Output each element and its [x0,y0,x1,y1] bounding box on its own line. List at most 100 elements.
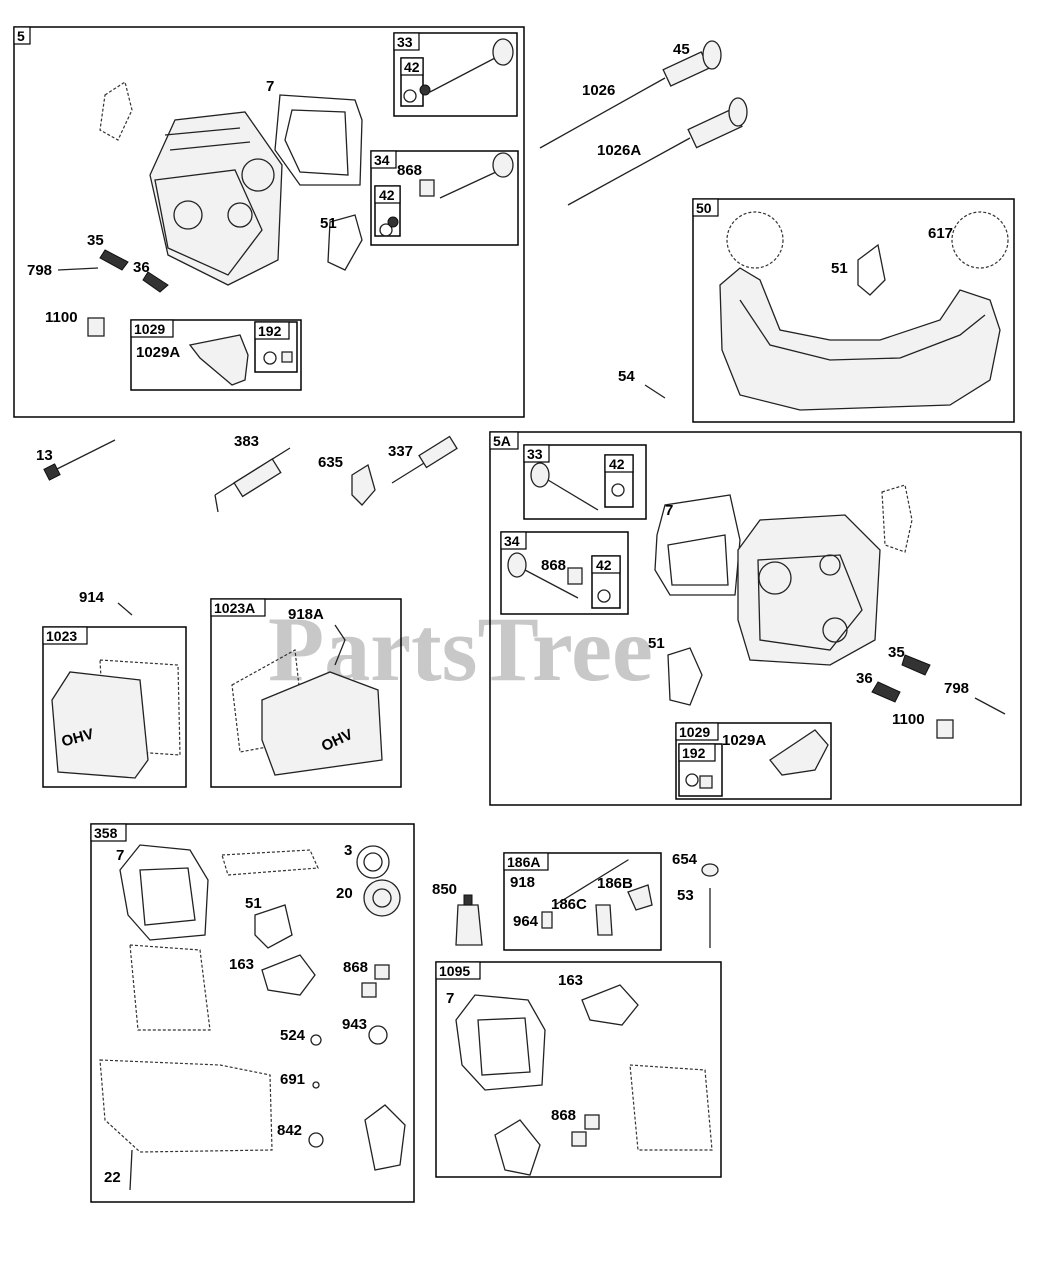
callout-51-5A[interactable]: 51 [648,635,665,652]
part-914[interactable]: 914 [79,589,133,616]
svg-text:50: 50 [696,200,712,216]
callout-51[interactable]: 51 [320,215,337,232]
callout-918[interactable]: 918 [510,874,535,891]
callout-524[interactable]: 524 [280,1027,306,1044]
group-33[interactable]: 33 42 [393,32,518,117]
callout-186B[interactable]: 186B [597,875,633,892]
group-1023[interactable]: 1023 OHV [42,626,187,788]
part-53[interactable]: 53 [677,887,711,948]
part-337[interactable]: 337 [388,435,458,484]
svg-text:42: 42 [379,187,395,203]
callout-654[interactable]: 654 [672,851,698,868]
callout-1026A[interactable]: 1026A [597,142,641,159]
callout-798-5A[interactable]: 798 [944,680,969,697]
part-383[interactable]: 383 [214,433,291,513]
callout-163-1095[interactable]: 163 [558,972,583,989]
exhaust-gasket-5A [667,647,703,706]
svg-text:1095: 1095 [439,963,470,979]
callout-20[interactable]: 20 [336,885,353,902]
callout-798[interactable]: 798 [27,262,52,279]
callout-54[interactable]: 54 [618,368,635,385]
part-54[interactable]: 54 [618,368,666,399]
group-1023A[interactable]: 1023A 918A OHV [210,598,402,788]
group-34[interactable]: 34 868 42 [370,150,519,246]
exhaust-manifold-icon [719,267,1001,411]
pushrods-and-valve[interactable]: 45 1026 1026A [539,40,748,206]
callout-868-5A[interactable]: 868 [541,557,566,574]
callout-383[interactable]: 383 [234,433,259,450]
group-50[interactable]: 50 617 51 [692,198,1015,423]
group-5[interactable]: 5 7 51 35 798 36 1100 33 42 [13,26,525,418]
callout-36[interactable]: 36 [133,259,150,276]
group-358[interactable]: 358 7 3 20 51 163 868 524 943 691 842 22 [90,823,415,1203]
group-5-frame [13,26,525,418]
callout-617[interactable]: 617 [928,225,953,242]
callout-918A[interactable]: 918A [288,606,324,623]
cylinder-head-illustration [149,111,283,286]
callout-35-5A[interactable]: 35 [888,644,905,661]
head-gasket [274,94,363,186]
gasket-small [99,81,133,141]
callout-337[interactable]: 337 [388,443,413,460]
svg-text:42: 42 [404,59,420,75]
callout-36-5A[interactable]: 36 [856,670,873,687]
svg-text:1029: 1029 [679,724,710,740]
callout-51-358[interactable]: 51 [245,895,262,912]
rocker-arm-icon [188,334,249,386]
svg-text:33: 33 [397,34,413,50]
callout-868-358[interactable]: 868 [343,959,368,976]
svg-text:1023A: 1023A [214,600,255,616]
callout-868[interactable]: 868 [397,162,422,179]
svg-text:33: 33 [527,446,543,462]
callout-964[interactable]: 964 [513,913,539,930]
callout-1026[interactable]: 1026 [582,82,615,99]
callout-842[interactable]: 842 [277,1122,302,1139]
group-186A[interactable]: 186A 918 186B 186C 964 [503,852,662,951]
callout-51-50[interactable]: 51 [831,260,848,277]
callout-1100[interactable]: 1100 [45,309,78,326]
callout-7-5A[interactable]: 7 [665,502,673,519]
spring-35-icon [99,249,129,271]
callout-691[interactable]: 691 [280,1071,305,1088]
group-33-5A[interactable]: 33 42 [523,444,647,520]
callout-850[interactable]: 850 [432,881,457,898]
part-654[interactable]: 654 [672,851,719,877]
group-34-5A[interactable]: 34 868 42 [500,531,629,615]
svg-text:192: 192 [258,323,282,339]
svg-text:1023: 1023 [46,628,77,644]
callout-13[interactable]: 13 [36,447,53,464]
callout-186C[interactable]: 186C [551,896,587,913]
group-1029[interactable]: 1029 1029A 192 [130,319,302,391]
group-1029-5A[interactable]: 1029 1029A 192 [675,722,832,800]
group-5A[interactable]: 5A 33 42 34 868 42 [489,431,1022,806]
callout-163-358[interactable]: 163 [229,956,254,973]
part-13[interactable]: 13 [36,439,116,481]
callout-868-1095[interactable]: 868 [551,1107,576,1124]
callout-943[interactable]: 943 [342,1016,367,1033]
callout-7[interactable]: 7 [266,78,274,95]
callout-1029A-5A[interactable]: 1029A [722,732,766,749]
callout-35[interactable]: 35 [87,232,104,249]
svg-text:358: 358 [94,825,118,841]
group-5-number: 5 [17,28,25,44]
callout-914[interactable]: 914 [79,589,105,606]
callout-22[interactable]: 22 [104,1169,121,1186]
callout-45[interactable]: 45 [673,41,690,58]
spring-36-icon [142,271,169,293]
part-635[interactable]: 635 [318,454,376,506]
svg-text:42: 42 [596,557,612,573]
group-1095[interactable]: 1095 7 163 868 [435,961,722,1178]
clip-1100-icon [87,317,105,337]
callout-7-358[interactable]: 7 [116,847,124,864]
callout-53[interactable]: 53 [677,887,694,904]
valve-cover-breather-icon [261,671,383,776]
callout-1100-5A[interactable]: 1100 [892,711,925,728]
svg-text:1029: 1029 [134,321,165,337]
callout-3[interactable]: 3 [344,842,352,859]
callout-1029A[interactable]: 1029A [136,344,180,361]
callout-635[interactable]: 635 [318,454,343,471]
part-850[interactable]: 850 [432,881,483,946]
svg-text:186A: 186A [507,854,540,870]
callout-7-1095[interactable]: 7 [446,990,454,1007]
